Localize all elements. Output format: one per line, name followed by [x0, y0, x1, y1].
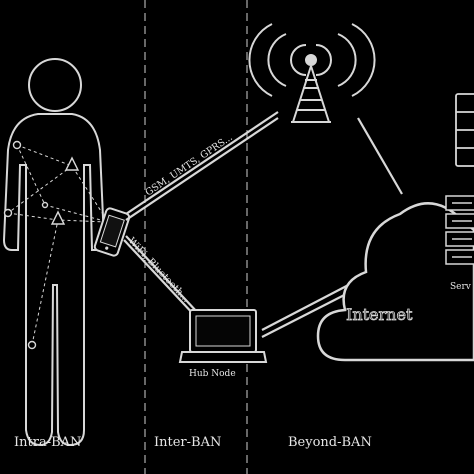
- body-sensors: [3, 140, 80, 350]
- smartphone-icon: [93, 207, 131, 257]
- network-links: [123, 111, 403, 338]
- inter-ban-label: Inter-BAN: [154, 435, 221, 450]
- server-stack-icon: [445, 195, 474, 265]
- sensor-chest-right: [64, 156, 80, 171]
- sensor-waist: [3, 208, 13, 218]
- internet-label: Internet: [346, 305, 413, 324]
- server-rack-icon: [455, 93, 474, 167]
- cellular-link-label: GSM, UMTS, GPRS...: [144, 132, 235, 198]
- link-phone-tower-a: [125, 111, 279, 215]
- sensor-leg: [27, 340, 37, 350]
- link-phone-hub-b: [125, 235, 199, 314]
- sensor-link-b: [16, 144, 109, 223]
- hub-node-label: Hub Node: [189, 369, 236, 379]
- human-body-icon: [2, 58, 106, 447]
- beyond-ban-label: Beyond-BAN: [288, 435, 372, 450]
- body-outline: [2, 113, 106, 447]
- link-phone-hub-a: [123, 239, 197, 318]
- link-hub-cloud-a: [261, 279, 359, 331]
- server-label: Serv: [450, 282, 472, 292]
- cell-tower-icon: [248, 23, 376, 123]
- sensor-link-e: [7, 165, 73, 214]
- head: [28, 58, 82, 112]
- sensor-abdomen: [50, 210, 66, 225]
- sensor-shoulder: [41, 201, 49, 209]
- link-phone-tower-b: [125, 117, 279, 221]
- intra-ban-label: Intra-BAN: [14, 435, 81, 450]
- laptop-icon: [178, 309, 268, 363]
- internet-cloud-icon: Internet: [316, 202, 474, 362]
- link-tower-cloud: [357, 117, 403, 195]
- sensor-chest-left: [12, 140, 22, 150]
- short-range-link-label: WiFi, Bluetooth...: [126, 236, 192, 305]
- sensor-link-d: [31, 219, 59, 346]
- sensor-link-a: [16, 144, 109, 223]
